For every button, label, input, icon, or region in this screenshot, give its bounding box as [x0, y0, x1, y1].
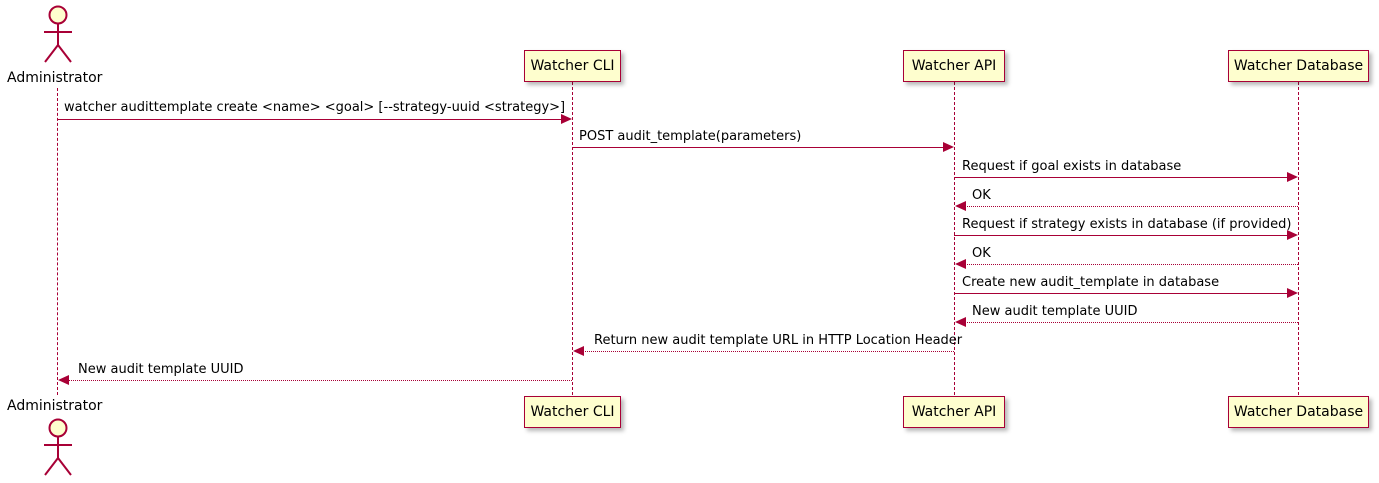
lifeline-administrator — [57, 88, 58, 395]
lifeline-watcher-cli — [572, 82, 573, 395]
message-label-7: Create new audit_template in database — [962, 275, 1220, 290]
message-arrowhead-2 — [943, 142, 954, 152]
message-label-10: New audit template UUID — [78, 362, 244, 377]
message-arrowhead-7 — [1287, 288, 1298, 298]
lifeline-watcher-db — [1298, 82, 1299, 395]
message-arrowhead-3 — [1287, 172, 1298, 182]
message-label-9: Return new audit template URL in HTTP Lo… — [594, 333, 963, 348]
participant-watcher-api-top[interactable]: Watcher API — [903, 50, 1005, 82]
participant-watcher-db-bottom[interactable]: Watcher Database — [1228, 396, 1369, 428]
message-arrowhead-6 — [955, 259, 966, 269]
participant-label-watcher-db-top: Watcher Database — [1233, 58, 1364, 74]
message-line-7 — [954, 293, 1288, 294]
message-arrowhead-1 — [561, 114, 572, 124]
participant-label-watcher-db-bottom: Watcher Database — [1233, 404, 1364, 420]
message-line-6 — [965, 264, 1298, 265]
message-label-6: OK — [972, 246, 991, 261]
participant-label-watcher-api-top: Watcher API — [911, 58, 997, 74]
participant-watcher-db-top[interactable]: Watcher Database — [1228, 50, 1369, 82]
actor-administrator-bottom — [32, 415, 82, 477]
message-label-8: New audit template UUID — [972, 304, 1138, 319]
participant-watcher-cli-bottom[interactable]: Watcher CLI — [524, 396, 621, 428]
actor-label-administrator-bottom: Administrator — [7, 398, 103, 414]
message-label-5: Request if strategy exists in database (… — [962, 217, 1292, 232]
message-line-3 — [954, 177, 1288, 178]
actor-administrator-top — [32, 2, 82, 64]
message-line-2 — [572, 147, 944, 148]
participant-watcher-cli-top[interactable]: Watcher CLI — [524, 50, 621, 82]
participant-label-watcher-cli-bottom: Watcher CLI — [530, 404, 615, 420]
participant-watcher-api-bottom[interactable]: Watcher API — [903, 396, 1005, 428]
message-label-1: watcher audittemplate create <name> <goa… — [64, 100, 566, 115]
message-arrowhead-4 — [955, 201, 966, 211]
actor-stick-figure-icon — [44, 418, 72, 476]
message-label-3: Request if goal exists in database — [962, 159, 1182, 174]
message-arrowhead-5 — [1287, 230, 1298, 240]
actor-label-administrator-top: Administrator — [7, 70, 103, 86]
participant-label-watcher-api-bottom: Watcher API — [911, 404, 997, 420]
message-line-10 — [68, 380, 572, 381]
participant-label-watcher-cli-top: Watcher CLI — [530, 58, 615, 74]
lifeline-watcher-api — [954, 82, 955, 395]
message-line-9 — [583, 351, 954, 352]
actor-stick-figure-icon — [44, 5, 72, 63]
message-arrowhead-8 — [955, 317, 966, 327]
message-label-4: OK — [972, 188, 991, 203]
message-label-2: POST audit_template(parameters) — [579, 129, 802, 144]
message-line-8 — [965, 322, 1298, 323]
message-line-4 — [965, 206, 1298, 207]
message-line-5 — [954, 235, 1288, 236]
message-line-1 — [57, 119, 562, 120]
message-arrowhead-9 — [573, 346, 584, 356]
message-arrowhead-10 — [58, 375, 69, 385]
